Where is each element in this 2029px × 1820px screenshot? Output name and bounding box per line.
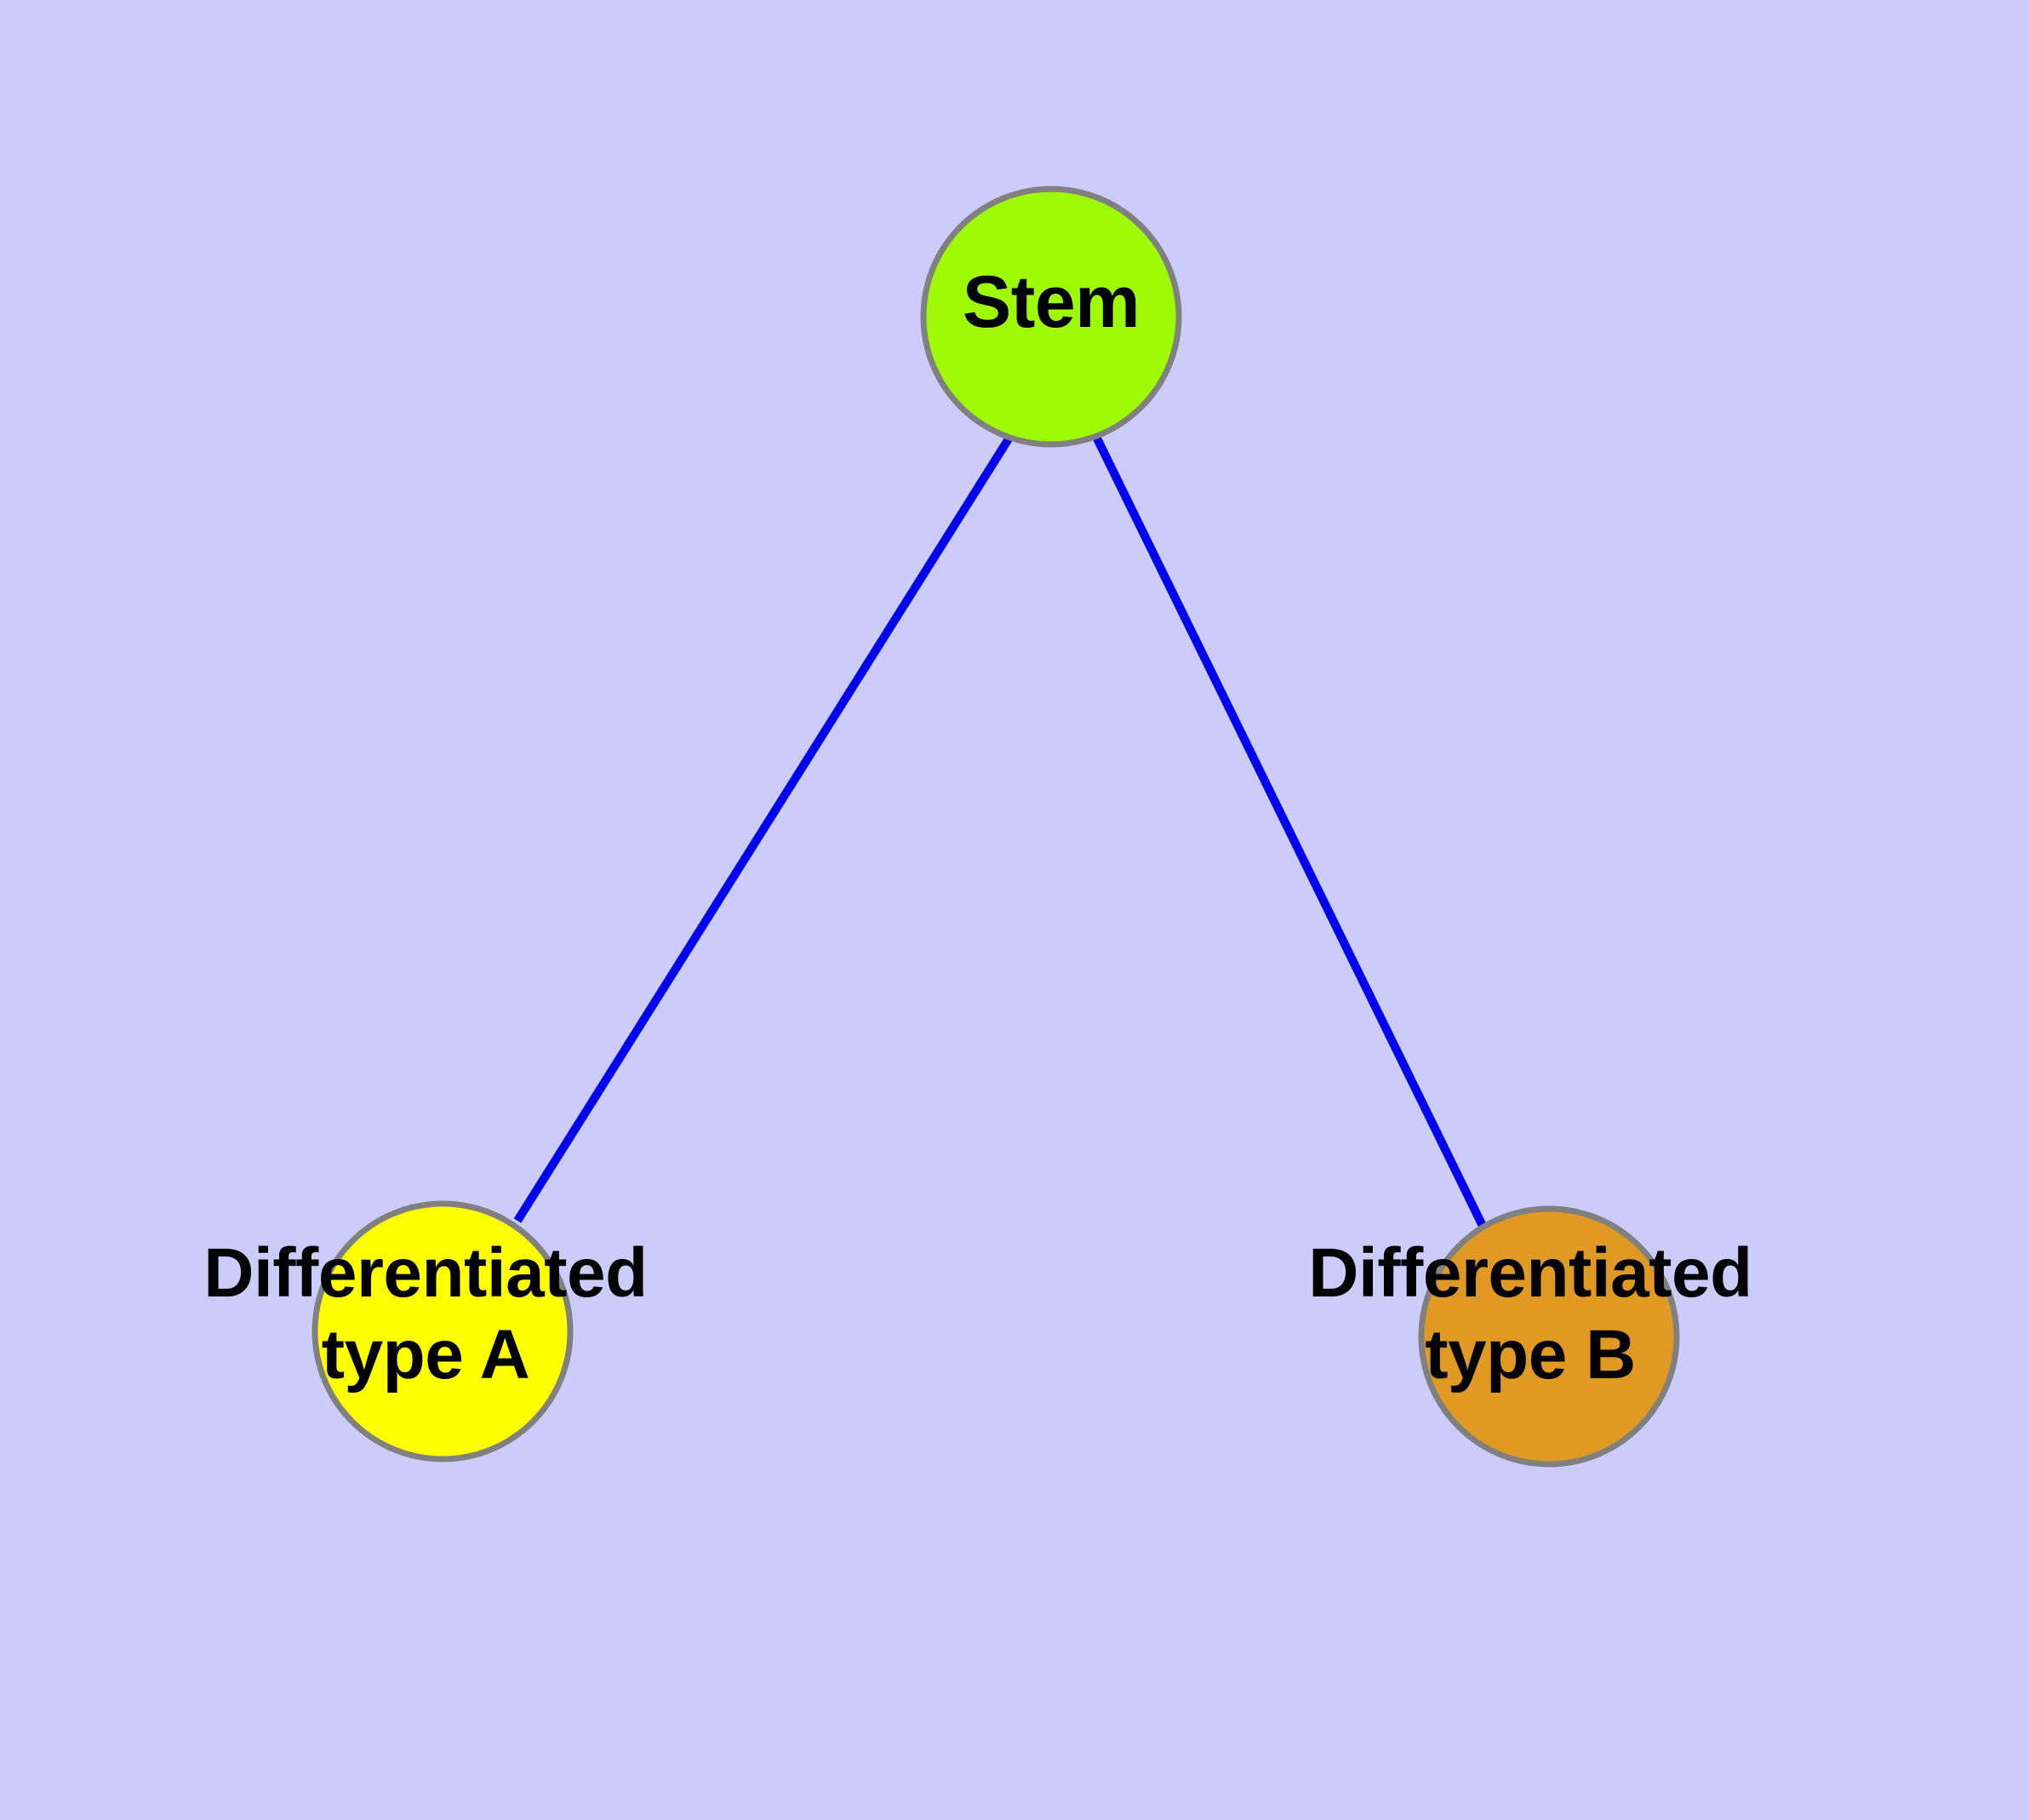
edge-layer: [513, 434, 1487, 1228]
node-differentiated-type-a[interactable]: [311, 1200, 574, 1462]
edge-stem-to-diff-a[interactable]: [513, 435, 1014, 1223]
node-differentiated-type-b[interactable]: [1418, 1205, 1680, 1468]
edge-stem-to-diff-b[interactable]: [1092, 434, 1487, 1228]
node-layer: [311, 186, 1680, 1468]
node-stem[interactable]: [920, 186, 1182, 448]
